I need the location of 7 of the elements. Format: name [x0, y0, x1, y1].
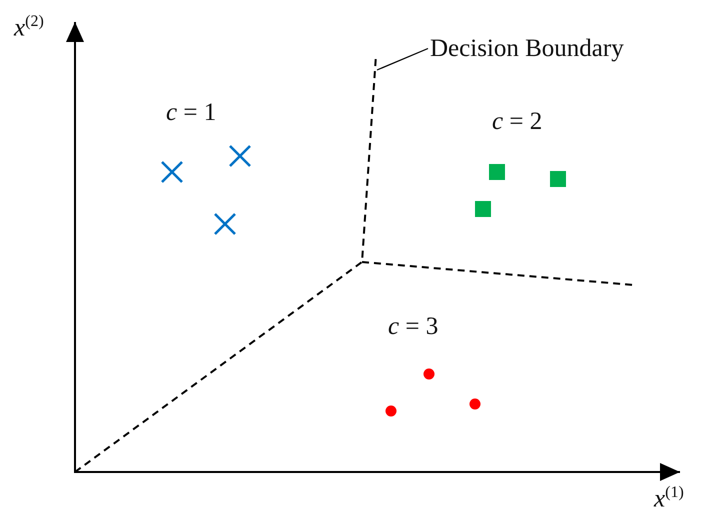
class-label: c = 1: [166, 100, 216, 125]
annotation-text: Decision Boundary: [430, 36, 624, 61]
axis-label: x$^{(2)}$: [14, 14, 44, 40]
class-label: c = 3: [388, 314, 438, 339]
class-label: c = 2: [492, 109, 542, 134]
axis-label: x$^{(1)}$: [654, 485, 684, 512]
leader-line: [376, 48, 428, 71]
